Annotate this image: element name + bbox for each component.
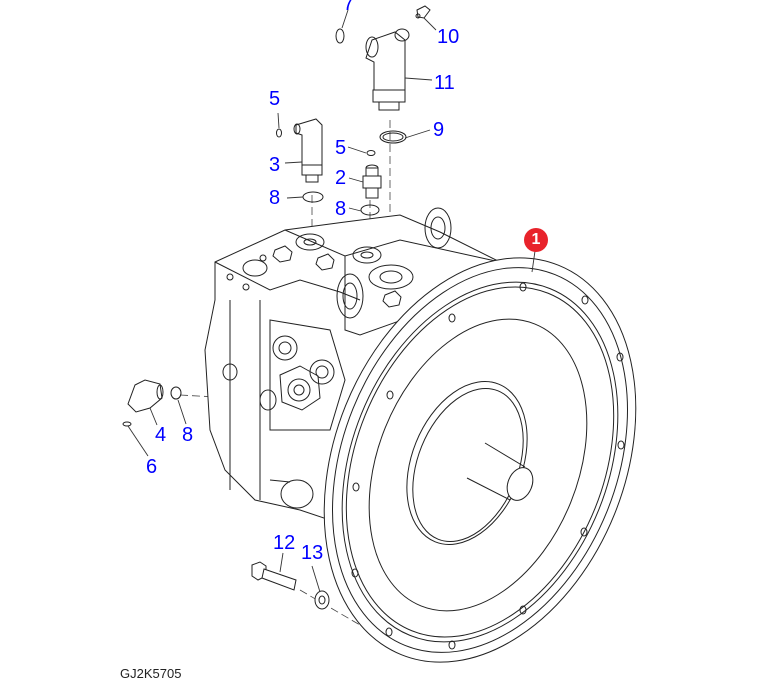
part-6-o-ring bbox=[122, 421, 132, 427]
part-2-adapter bbox=[362, 164, 382, 199]
part-11-elbow-adapter bbox=[365, 28, 410, 111]
part-label-12[interactable]: 12 bbox=[273, 532, 296, 554]
part-label-4[interactable]: 4 bbox=[155, 424, 167, 446]
part-4-elbow bbox=[127, 379, 164, 413]
part-label-8[interactable]: 8 bbox=[182, 424, 194, 446]
part-label-3[interactable]: 3 bbox=[269, 154, 281, 176]
part-label-8[interactable]: 8 bbox=[335, 198, 347, 220]
part-13-washer bbox=[314, 590, 330, 610]
part-label-8[interactable]: 8 bbox=[269, 187, 281, 209]
part-label-2[interactable]: 2 bbox=[335, 167, 347, 189]
part-label-13[interactable]: 13 bbox=[301, 542, 324, 564]
flange-bolt-holes bbox=[351, 282, 625, 650]
part-5b-o-ring bbox=[366, 150, 376, 156]
part-label-5[interactable]: 5 bbox=[269, 88, 281, 110]
part-8c-o-ring bbox=[170, 386, 182, 400]
part-3-elbow bbox=[293, 118, 323, 183]
part-9-o-ring bbox=[379, 130, 407, 144]
part-8b-o-ring bbox=[360, 204, 380, 216]
part-label-5[interactable]: 5 bbox=[335, 137, 347, 159]
part-label-6[interactable]: 6 bbox=[146, 456, 158, 478]
part-8a-o-ring bbox=[302, 191, 324, 203]
part-label-11[interactable]: 11 bbox=[434, 72, 455, 94]
part-5a-o-ring bbox=[276, 128, 282, 138]
part-label-10[interactable]: 10 bbox=[437, 26, 460, 48]
leader-lines bbox=[127, 9, 536, 593]
part-10-fitting bbox=[415, 5, 431, 19]
part-label-9[interactable]: 9 bbox=[433, 119, 445, 141]
drawing-code: GJ2K5705 bbox=[120, 666, 182, 681]
part-12-bolt bbox=[251, 561, 297, 591]
highlighted-part-callout[interactable]: 1 bbox=[524, 228, 548, 252]
mounting-flange bbox=[323, 257, 637, 663]
part-label-7[interactable]: 7 bbox=[343, 0, 355, 15]
part-7-o-ring bbox=[335, 28, 345, 44]
